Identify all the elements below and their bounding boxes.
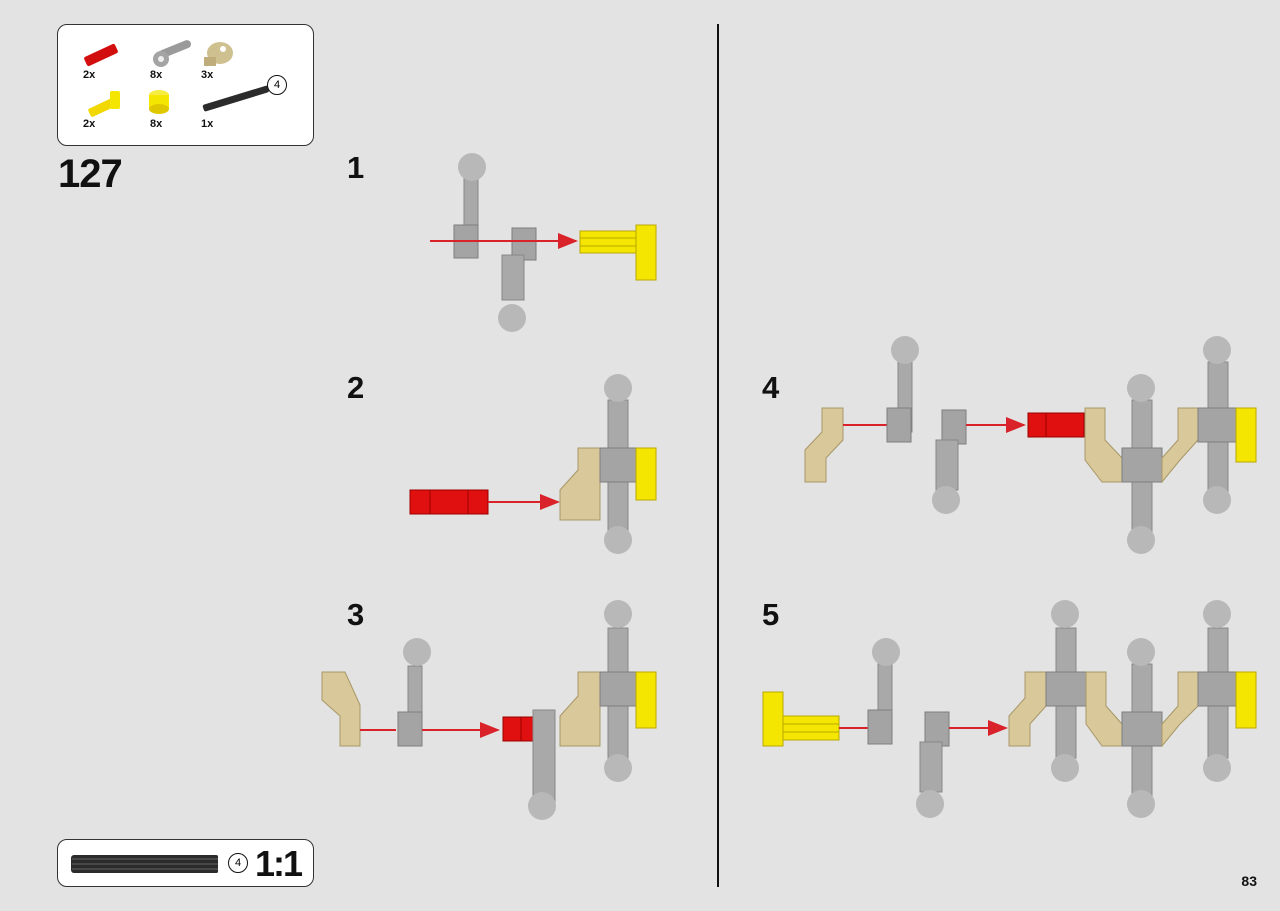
gray-ball-link-icon: [153, 40, 192, 67]
part-qty: 3x: [201, 69, 214, 81]
yellow-bush-icon: [149, 90, 169, 114]
step-4-diagram: [804, 336, 1257, 554]
tan-connector-icon: [204, 42, 233, 66]
red-axle-pin-icon: [84, 43, 118, 67]
yellow-axle-stop-icon: [88, 91, 120, 117]
substep-number: 1: [347, 150, 365, 185]
part-qty: 2x: [83, 118, 96, 130]
substep-number: 2: [347, 370, 365, 405]
scale-label: 1:1: [254, 843, 303, 884]
parts-list-box: 2x 8x 3x 2x 8x 1x 4: [57, 24, 314, 146]
part-qty: 8x: [150, 118, 163, 130]
substep-number: 3: [347, 597, 365, 632]
black-axle-icon: [71, 855, 218, 873]
part-qty: 8x: [150, 69, 163, 81]
scale-reference-box: 4 1:1: [57, 839, 314, 887]
substep-number: 4: [762, 370, 780, 405]
step-2-diagram: [409, 374, 657, 554]
substep-number: 5: [762, 597, 780, 632]
step-1-diagram: [430, 153, 657, 332]
part-qty: 2x: [83, 69, 96, 81]
parts-icons: [84, 40, 269, 117]
black-axle-icon: [202, 85, 269, 112]
step-3-diagram: [321, 600, 657, 820]
axle-length-badge: 4: [267, 75, 287, 95]
page-number: 83: [1241, 873, 1257, 889]
step-number: 127: [58, 152, 123, 196]
page-divider: [717, 24, 719, 887]
step-5-diagram: [762, 600, 1257, 818]
axle-length-badge: 4: [228, 853, 248, 873]
part-qty: 1x: [201, 118, 214, 130]
